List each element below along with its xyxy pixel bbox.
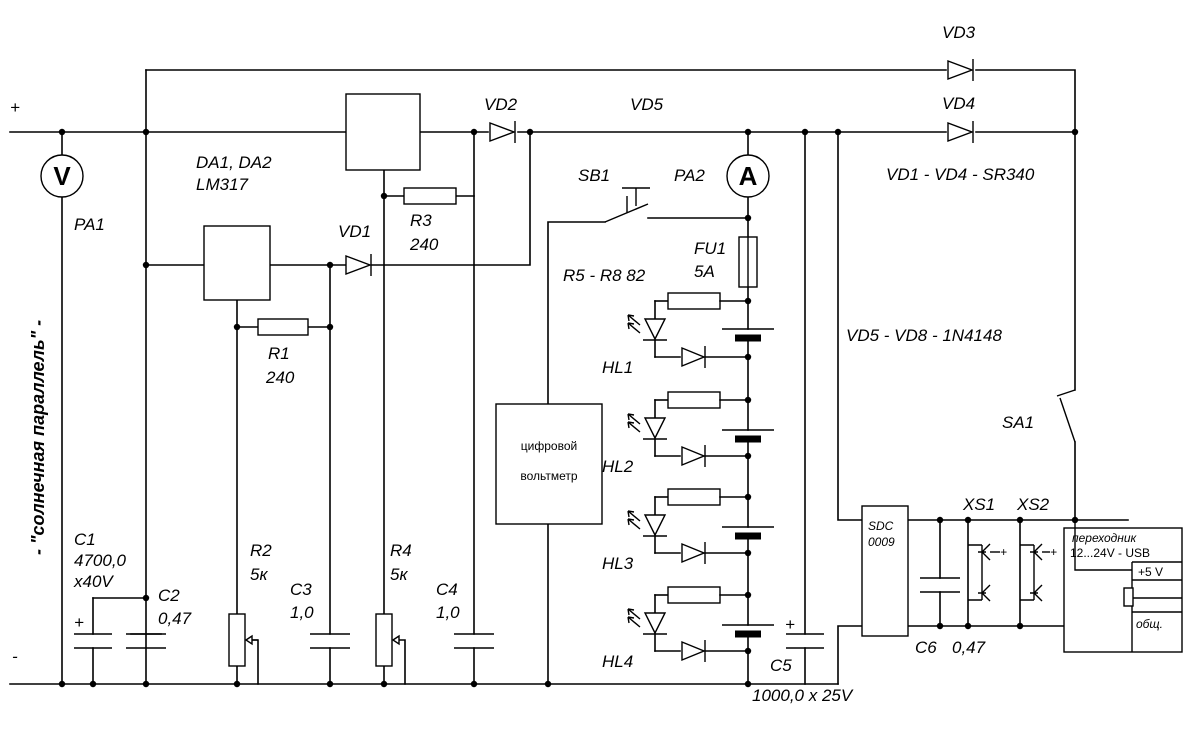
led-module-2: HL2 bbox=[602, 391, 752, 476]
r3-value: 240 bbox=[409, 235, 439, 254]
junctions bbox=[58, 128, 1079, 688]
c3-name: C3 bbox=[290, 580, 312, 599]
c6-value: 0,47 bbox=[952, 638, 986, 657]
vd5-label: VD5 bbox=[630, 95, 664, 114]
capacitor-c5 bbox=[786, 633, 824, 649]
voltmeter-pa1: V bbox=[40, 154, 84, 198]
minus-rail-label: - bbox=[12, 647, 18, 666]
c1-value: 4700,0 bbox=[74, 551, 127, 570]
plus-rail-label: + bbox=[10, 98, 20, 117]
r1-value: 240 bbox=[265, 368, 295, 387]
vd4-label: VD4 bbox=[942, 94, 975, 113]
c2-name: C2 bbox=[158, 586, 180, 605]
diode-vd4 bbox=[947, 121, 974, 143]
potentiometer-r4 bbox=[375, 613, 393, 667]
pa1-label: PA1 bbox=[74, 215, 105, 234]
r4-name: R4 bbox=[390, 541, 412, 560]
adapter-pin-5v: +5 V bbox=[1138, 565, 1163, 579]
converter-sdc0009 bbox=[861, 505, 909, 637]
converter-text-1: SDC bbox=[868, 519, 894, 533]
led-label-4: HL4 bbox=[602, 652, 633, 671]
pa2-label: PA2 bbox=[674, 166, 705, 185]
capacitor-c4 bbox=[454, 633, 494, 649]
voltmeter-text-1: цифровой bbox=[521, 439, 577, 453]
c5-name: C5 bbox=[770, 656, 792, 675]
socket-xs2 bbox=[1020, 543, 1050, 602]
pa2-symbol: A bbox=[739, 161, 758, 191]
r5-r8-label: R5 - R8 82 bbox=[563, 266, 646, 285]
adapter-title-1: переходник bbox=[1072, 531, 1138, 545]
resistor-r1 bbox=[257, 318, 309, 336]
potentiometer-r2 bbox=[228, 613, 246, 667]
c1-voltage: x40V bbox=[73, 572, 114, 591]
vd2-label: VD2 bbox=[484, 95, 518, 114]
battery-cells bbox=[722, 328, 774, 638]
sa1-label: SA1 bbox=[1002, 413, 1034, 432]
usb-adapter bbox=[1063, 520, 1183, 653]
vd5-vd8-note: VD5 - VD8 - 1N4148 bbox=[846, 326, 1002, 345]
switch-sb1 bbox=[604, 187, 650, 223]
digital-voltmeter bbox=[495, 403, 603, 525]
c3-value: 1,0 bbox=[290, 603, 314, 622]
diode-vd1 bbox=[345, 254, 372, 276]
r1-name: R1 bbox=[268, 344, 290, 363]
converter-text-2: 0009 bbox=[868, 535, 895, 549]
led-label-1: HL1 bbox=[602, 358, 633, 377]
c1-name: C1 bbox=[74, 530, 96, 549]
switch-sa1 bbox=[1056, 389, 1076, 443]
ammeter-pa2: A bbox=[726, 154, 770, 198]
socket-xs1 bbox=[968, 543, 1000, 602]
regulator-da2 bbox=[345, 93, 421, 171]
capacitor-c1 bbox=[74, 633, 112, 649]
resistor-r3 bbox=[403, 187, 457, 205]
c2-value: 0,47 bbox=[158, 609, 192, 628]
diode-vd2 bbox=[489, 121, 516, 143]
adapter-pin-common: общ. bbox=[1136, 617, 1163, 631]
xs1-plus: + bbox=[1000, 545, 1007, 559]
side-caption: - "солнечная параллель" - bbox=[28, 320, 48, 555]
xs2-label: XS2 bbox=[1016, 495, 1050, 514]
c5-value: 1000,0 x 25V bbox=[752, 686, 854, 705]
capacitor-c2 bbox=[126, 633, 166, 649]
led-module-3: HL3 bbox=[602, 488, 752, 573]
vd3-label: VD3 bbox=[942, 23, 976, 42]
r3-name: R3 bbox=[410, 211, 432, 230]
r2-value: 5к bbox=[250, 565, 268, 584]
vd1-vd4-note: VD1 - VD4 - SR340 bbox=[886, 165, 1035, 184]
led-module-1: HL1 bbox=[602, 292, 752, 377]
capacitor-c3 bbox=[310, 633, 350, 649]
sb1-label: SB1 bbox=[578, 166, 610, 185]
regulator-da1 bbox=[203, 225, 271, 301]
xs2-plus: + bbox=[1050, 545, 1057, 559]
led-label-3: HL3 bbox=[602, 554, 634, 573]
c4-name: C4 bbox=[436, 580, 458, 599]
c4-value: 1,0 bbox=[436, 603, 460, 622]
da-label-2: LM317 bbox=[196, 175, 249, 194]
diode-vd3 bbox=[947, 59, 974, 81]
led-module-4: HL4 bbox=[602, 586, 752, 671]
fu1-name: FU1 bbox=[694, 239, 726, 258]
xs1-label: XS1 bbox=[962, 495, 995, 514]
vd1-label: VD1 bbox=[338, 222, 371, 241]
fu1-value: 5A bbox=[694, 262, 715, 281]
r4-value: 5к bbox=[390, 565, 408, 584]
da-label-1: DA1, DA2 bbox=[196, 153, 272, 172]
r2-name: R2 bbox=[250, 541, 272, 560]
voltmeter-text-2: вольтметр bbox=[520, 469, 577, 483]
capacitor-c6 bbox=[920, 577, 960, 593]
adapter-title-2: 12...24V - USB bbox=[1070, 546, 1150, 560]
pa1-symbol: V bbox=[53, 161, 71, 191]
c1-plus: + bbox=[74, 613, 84, 632]
c6-name: C6 bbox=[915, 638, 937, 657]
c5-plus: + bbox=[785, 615, 795, 634]
led-label-2: HL2 bbox=[602, 457, 634, 476]
